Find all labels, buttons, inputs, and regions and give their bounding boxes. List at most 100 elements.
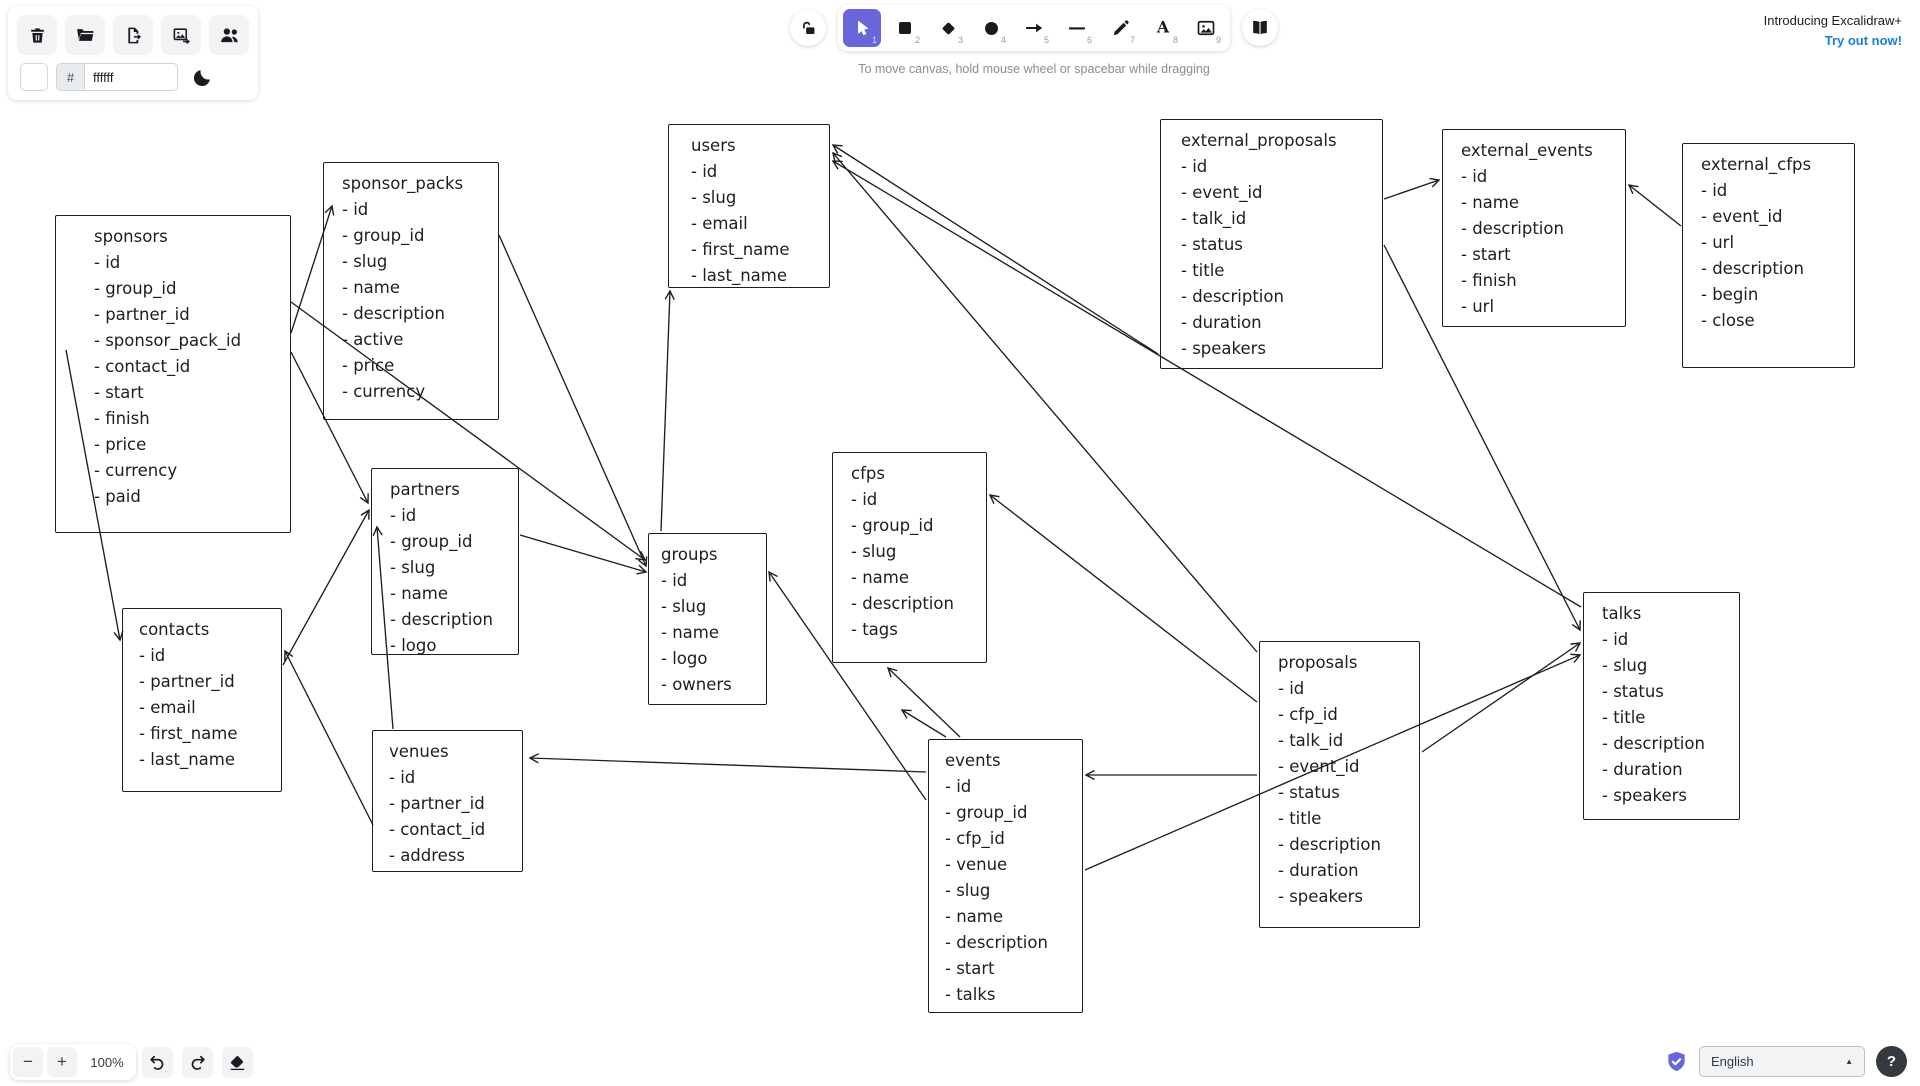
table-field: - price	[342, 356, 395, 375]
table-field: - description	[390, 610, 493, 629]
cursor-icon	[853, 19, 872, 38]
table-field: - talk_id	[1278, 731, 1344, 750]
relation-arrow-external_proposals-to-talks[interactable]	[1383, 244, 1581, 632]
relation-arrow-sponsor_packs-to-groups[interactable]	[498, 234, 648, 568]
export-file-button[interactable]	[113, 15, 153, 55]
relation-arrow-sponsors-to-sponsor_packs[interactable]	[290, 204, 335, 334]
table-title: events	[945, 751, 1001, 770]
relation-arrow-events-to-cfps[interactable]	[886, 666, 961, 738]
relation-arrow-external_cfps-to-external_events[interactable]	[1627, 184, 1682, 227]
ellipse-tool[interactable]: 4	[972, 9, 1010, 47]
try-out-now-link[interactable]: Try out now!	[1824, 32, 1902, 48]
table-external_proposals[interactable]: external_proposals- id- event_id- talk_i…	[1160, 119, 1383, 369]
relation-arrow-external_proposals-to-users[interactable]	[831, 144, 1159, 355]
table-field: - group_id	[94, 279, 177, 298]
relation-arrow-events-to-venues[interactable]	[528, 753, 927, 773]
line-tool[interactable]: 6	[1058, 9, 1096, 47]
table-field: - begin	[1701, 285, 1759, 304]
help-button[interactable]: ?	[1876, 1046, 1907, 1077]
relation-arrow-contacts-to-partners[interactable]	[282, 508, 370, 666]
main-menu-panel: #	[8, 6, 258, 100]
relation-arrow-partners-to-groups[interactable]	[519, 534, 648, 575]
table-title: users	[691, 136, 736, 155]
tool-shortcut-label: 9	[1215, 35, 1221, 45]
table-external_events[interactable]: external_events- id- name- description- …	[1442, 129, 1626, 327]
table-field: - first_name	[691, 240, 790, 259]
clear-canvas-button[interactable]	[17, 15, 57, 55]
table-field: - status	[1181, 235, 1243, 254]
relation-arrow-events-to-talks[interactable]	[1084, 653, 1582, 871]
table-title: sponsors	[94, 227, 168, 246]
table-field: - name	[1461, 193, 1519, 212]
table-field: - id	[94, 253, 121, 272]
relation-arrow-sponsors-to-groups[interactable]	[290, 301, 647, 561]
text-icon: A	[1153, 18, 1173, 38]
live-collaboration-button[interactable]	[209, 15, 249, 55]
table-field: - title	[1602, 708, 1646, 727]
relation-arrow-external_proposals-to-external_events[interactable]	[1383, 177, 1441, 200]
table-field: - start	[94, 383, 144, 402]
hex-prefix: #	[57, 64, 85, 90]
theme-toggle-button[interactable]	[190, 65, 215, 90]
relation-arrow-sponsors-to-partners[interactable]	[290, 351, 369, 505]
rectangle-tool[interactable]: 2	[886, 9, 924, 47]
export-image-button[interactable]	[161, 15, 201, 55]
relation-arrow-venues-to-partners[interactable]	[372, 525, 394, 730]
table-field: - slug	[661, 597, 707, 616]
table-venues[interactable]: venues- id- partner_id- contact_id- addr…	[372, 730, 523, 872]
table-field: - price	[94, 435, 147, 454]
diamond-tool[interactable]: 3	[929, 9, 967, 47]
language-select[interactable]: English ▲	[1699, 1046, 1865, 1077]
table-sponsors[interactable]: sponsors- id- group_id- partner_id- spon…	[55, 215, 291, 533]
undo-button[interactable]	[142, 1047, 173, 1078]
table-field: - first_name	[139, 724, 238, 743]
table-field: - description	[1461, 219, 1564, 238]
selection-tool[interactable]: 1	[843, 9, 881, 47]
canvas-background-swatch[interactable]	[20, 63, 48, 91]
lock-tool-button[interactable]	[790, 10, 826, 46]
background-hex-input[interactable]	[85, 64, 177, 90]
eraser-button[interactable]	[222, 1047, 253, 1078]
table-contacts[interactable]: contacts- id- partner_id- email- first_n…	[122, 608, 282, 792]
draw-tool[interactable]: 7	[1101, 9, 1139, 47]
relation-arrow-groups-to-users[interactable]	[660, 289, 675, 532]
table-field: - speakers	[1602, 786, 1688, 805]
library-button[interactable]	[1242, 10, 1278, 46]
zoom-level[interactable]: 100%	[90, 1054, 124, 1070]
relation-arrow-talks-to-users[interactable]	[831, 160, 1582, 608]
background-hex-box: #	[56, 63, 178, 91]
table-field: - id	[1278, 679, 1305, 698]
image-tool[interactable]: 9	[1187, 9, 1225, 47]
relation-arrow-proposals-to-cfps[interactable]	[988, 494, 1258, 703]
relation-arrow-events-to-groups[interactable]	[768, 570, 927, 801]
table-field: - description	[1278, 835, 1381, 854]
redo-button[interactable]	[182, 1047, 213, 1078]
table-users[interactable]: users- id- slug- email- first_name- last…	[668, 124, 830, 288]
unlock-icon	[799, 19, 818, 38]
zoom-in-button[interactable]: +	[47, 1047, 77, 1077]
relation-arrow-proposals-to-users[interactable]	[832, 151, 1258, 653]
table-events[interactable]: events- id- group_id- cfp_id- venue- slu…	[928, 739, 1083, 1013]
table-field: - logo	[390, 636, 437, 655]
table-external_cfps[interactable]: external_cfps- id- event_id- url- descri…	[1682, 143, 1855, 368]
table-field: - id	[1701, 181, 1728, 200]
table-talks[interactable]: talks- id- slug- status- title- descript…	[1583, 592, 1740, 820]
table-field: - last_name	[139, 750, 236, 769]
zoom-out-button[interactable]: −	[13, 1047, 43, 1077]
table-field: - finish	[1461, 271, 1517, 290]
relation-arrow-sponsors-to-contacts[interactable]	[65, 349, 124, 642]
relation-arrow-proposals-to-talks[interactable]	[1421, 642, 1582, 753]
table-cfps[interactable]: cfps- id- group_id- slug- name- descript…	[832, 452, 987, 663]
table-partners[interactable]: partners- id- group_id- slug- name- desc…	[371, 468, 519, 655]
relation-arrow-events-to-cfps[interactable]	[900, 709, 947, 738]
open-button[interactable]	[65, 15, 105, 55]
file-actions-row	[17, 15, 249, 55]
table-groups[interactable]: groups- id- slug- name- logo- owners	[648, 533, 767, 705]
arrow-tool[interactable]: 5	[1015, 9, 1053, 47]
table-sponsor_packs[interactable]: sponsor_packs- id- group_id- slug- name-…	[323, 162, 499, 420]
table-proposals[interactable]: proposals- id- cfp_id- talk_id- event_id…	[1259, 641, 1420, 928]
relation-arrow-venues-to-contacts[interactable]	[284, 649, 374, 826]
table-field: - id	[1461, 167, 1488, 186]
